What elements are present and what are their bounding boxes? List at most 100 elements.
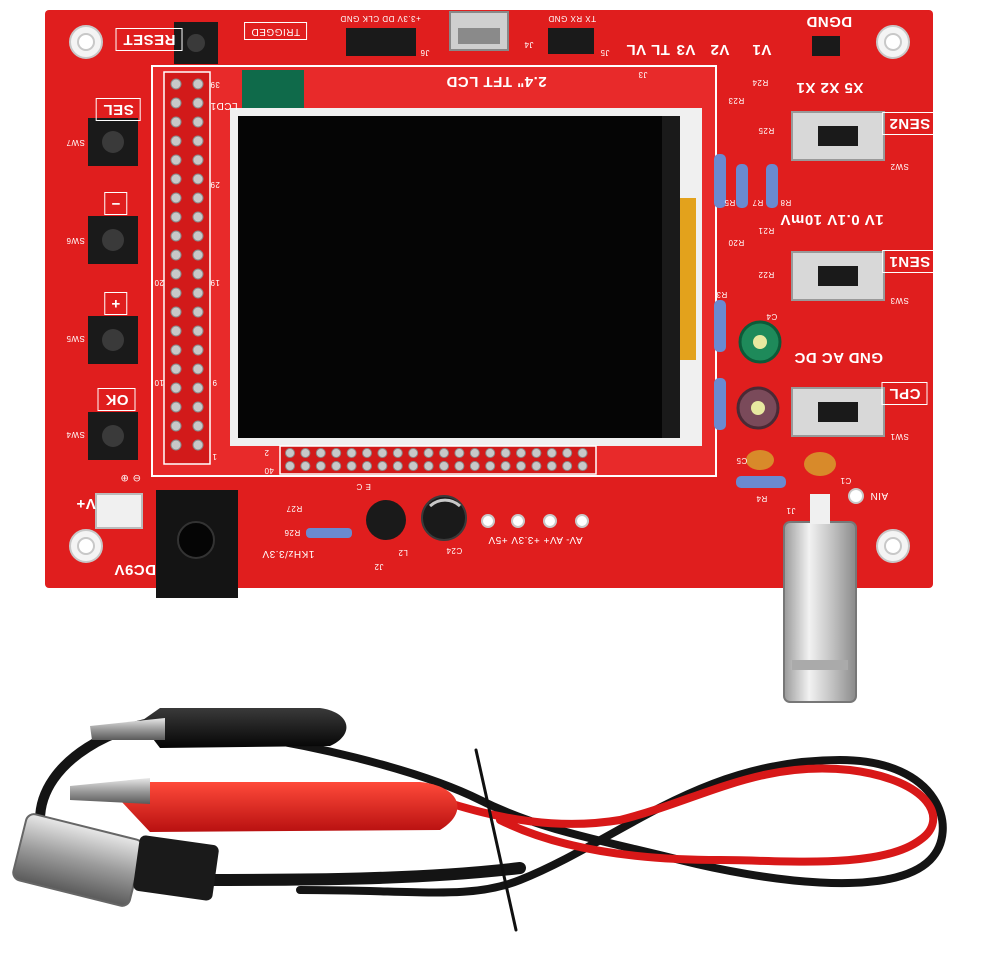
header-pin [577,461,588,471]
header-pin [485,461,496,471]
label-r7: R7 [752,198,764,207]
header-pin [170,135,182,147]
label-sen1-options: 1V 0.1V 10mV [780,211,884,228]
label-r26: R26 [284,528,301,537]
label-sen1: SEN1 [882,250,938,273]
bnc-plug[interactable] [12,812,220,907]
battery-connector[interactable] [95,493,143,529]
label-j5-header: TX RX GND [548,14,597,23]
label-pin-39: 39 [210,80,220,89]
label-dc9v: DC9V [114,561,157,578]
black-alligator-clip[interactable] [140,708,347,748]
red-alligator-clip[interactable] [120,782,458,832]
pin-header-left [163,71,211,465]
header-pin [192,211,204,223]
j6-header[interactable] [346,28,416,56]
header-pin [192,401,204,413]
header-pin [170,344,182,356]
header-pin [546,461,557,471]
header-pin [315,448,326,458]
header-pin [192,230,204,242]
label-reset: RESET [116,28,183,51]
header-pin [362,448,372,458]
label-sel: SEL [96,98,141,121]
header-pin [285,461,295,471]
label-minus: − [104,192,128,215]
label-tl-vl: TL VL [626,41,670,58]
label-r24: R24 [752,78,769,87]
label-j5-ref: J5 [600,48,610,57]
header-pin [170,211,182,223]
label-v3: V3 [676,41,696,58]
header-pin [346,461,357,471]
mounting-holes [69,25,910,563]
header-pin [454,461,465,471]
label-sw5: SW5 [66,334,85,343]
header-pin [170,439,182,451]
label-r4: R4 [756,494,768,503]
header-pin [315,461,326,471]
label-v2: V2 [710,41,730,58]
label-sw7: SW7 [66,138,85,147]
label-pin-1: 1 [212,452,217,461]
lcd-screen [238,116,662,438]
header-pin [423,461,434,471]
header-pin [439,461,449,471]
label-v1: V1 [752,41,772,58]
header-pin [531,461,542,471]
header-pin [562,461,573,471]
label-c5: C5 [736,456,748,465]
header-pin [454,448,465,458]
header-pin [192,192,204,204]
header-pin [300,461,311,471]
slide-switches[interactable] [791,111,885,437]
label-r21: R21 [758,226,775,235]
header-pin [377,448,388,458]
header-pin [516,448,526,458]
label-pin-10: 10 [154,378,164,387]
label-power-rails: AV- AV+ +3.3V +5V [488,534,583,545]
label-pin-2: 2 [264,448,269,457]
label-j1: J1 [786,506,796,515]
header-pin [377,461,388,471]
label-r22: R22 [758,270,775,279]
label-r20: R20 [728,238,745,247]
label-sen2: SEN2 [882,112,938,135]
header-pin [170,154,182,166]
header-pin [192,382,204,394]
header-pin [170,192,182,204]
dgnd-header[interactable] [812,36,840,56]
tactile-buttons[interactable] [88,118,138,460]
label-lcd-title: 2.4" TFT LCD [446,73,547,90]
label-sen2-options: X5 X2 X1 [796,79,864,96]
label-sw4: SW4 [66,430,85,439]
label-pin-9: 9 [212,378,217,387]
header-pin [531,448,542,458]
test-points[interactable] [481,488,864,528]
header-pin [192,135,204,147]
header-pin [170,401,182,413]
label-c1: C1 [840,476,852,485]
header-pin [423,448,434,458]
header-pin [285,448,295,458]
header-pin [408,461,419,471]
label-r8: R8 [780,198,792,207]
header-pin [192,439,204,451]
label-polarity: ⊖ ⊕ [120,472,142,483]
label-j6-ref: J6 [420,48,430,57]
lcd-flex-cable [680,198,696,360]
header-pin [577,448,588,458]
header-pin [170,78,182,90]
label-sw6: SW6 [66,236,85,245]
label-r5: R5 [724,198,736,207]
bnc-connector[interactable] [783,521,857,703]
header-pin [362,461,372,471]
label-cpl-options: GND AC DC [794,349,883,366]
header-pin [192,116,204,128]
label-cpl: CPL [882,382,928,405]
label-j4-ref: J4 [524,40,534,49]
header-pin [170,268,182,280]
label-j6-header: +3.3V DD CLK GND [340,14,421,23]
j5-header[interactable] [548,28,594,54]
label-c4: C4 [766,312,778,321]
